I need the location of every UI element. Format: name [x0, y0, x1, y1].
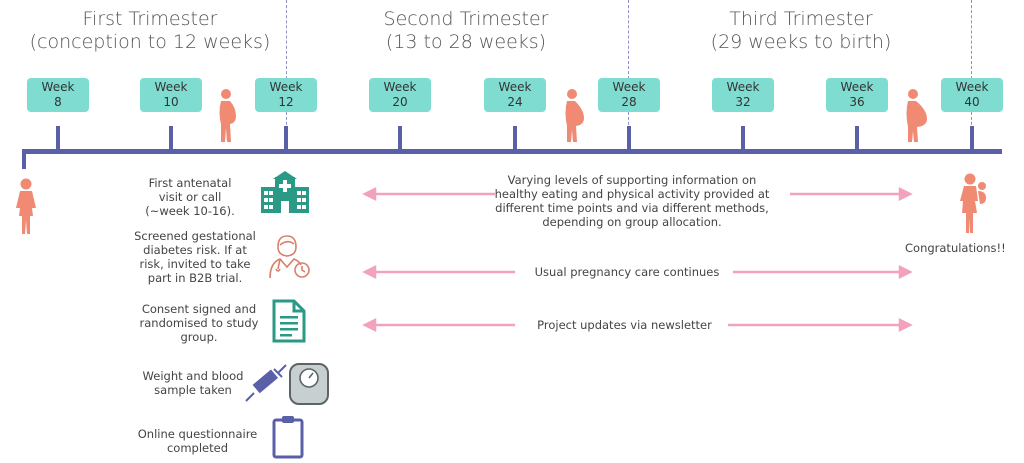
- step-line: risk, invited to take: [139, 257, 251, 271]
- usual-care-text: Usual pregnancy care continues: [534, 265, 720, 279]
- updates-text: Project updates via newsletter: [537, 318, 712, 332]
- pregnant-woman-icon: [560, 88, 586, 142]
- trimester-boundary-40: [971, 0, 972, 130]
- week-label: Week: [612, 80, 646, 94]
- trimester-name: Third Trimester: [729, 8, 873, 30]
- step-line: sample taken: [154, 383, 232, 397]
- week-number: 12: [278, 95, 294, 109]
- week-label: Week: [41, 80, 75, 94]
- step-line: completed: [166, 441, 228, 455]
- step-line: group.: [180, 330, 218, 344]
- step-line: part in B2B trial.: [147, 271, 243, 285]
- trimester-range: (13 to 28 weeks): [385, 31, 547, 53]
- trimester-title-first: First Trimester (conception to 12 weeks): [15, 8, 285, 54]
- trimester-range: (29 weeks to birth): [710, 31, 892, 53]
- trimester-boundary-28: [628, 0, 629, 130]
- week-label: Week: [154, 80, 188, 94]
- step-consent-text: Consent signed and randomised to study g…: [135, 302, 263, 344]
- timeline-tick: [513, 126, 517, 152]
- timeline-tick: [855, 126, 859, 152]
- week-number: 24: [507, 95, 523, 109]
- week-number: 28: [621, 95, 637, 109]
- trimester-name: First Trimester: [82, 8, 218, 30]
- timeline-tick: [56, 126, 60, 152]
- updates-arrow: [362, 317, 913, 333]
- week-number: 40: [964, 95, 980, 109]
- step-weight-text: Weight and blood sample taken: [138, 369, 248, 397]
- step-line: First antenatal: [148, 176, 232, 190]
- usual-care-arrow: [362, 264, 913, 280]
- step-screening-text: Screened gestational diabetes risk. If a…: [130, 229, 260, 285]
- week-label: Week: [269, 80, 303, 94]
- hospital-icon: [259, 171, 311, 213]
- week-number: 32: [735, 95, 751, 109]
- support-message: Varying levels of supporting information…: [482, 173, 782, 229]
- pregnant-woman-icon: [214, 88, 240, 142]
- timeline-tick: [970, 126, 974, 152]
- timeline-tick: [627, 126, 631, 152]
- woman-icon: [14, 178, 38, 234]
- support-arrow: [362, 186, 913, 202]
- step-line: visit or call: [158, 190, 222, 204]
- timeline-axis: [22, 149, 1002, 154]
- step-line: Screened gestational: [134, 229, 256, 243]
- week-label: Week: [498, 80, 532, 94]
- syringe-icon: [244, 363, 288, 403]
- week-number: 10: [163, 95, 179, 109]
- trimester-range: (conception to 12 weeks): [29, 31, 271, 53]
- trimester-name: Second Trimester: [383, 8, 549, 30]
- timeline-start-tick: [22, 149, 26, 169]
- step-line: diabetes risk. If at: [143, 243, 247, 257]
- step-line: (~week 10-16).: [145, 204, 235, 218]
- support-line: depending on group allocation.: [542, 215, 722, 229]
- step-line: Weight and blood: [142, 369, 244, 383]
- step-questionnaire-text: Online questionnaire completed: [130, 427, 265, 455]
- week-label: Week: [955, 80, 989, 94]
- support-line: different time points and via different …: [495, 201, 769, 215]
- week-label: Week: [840, 80, 874, 94]
- weighing-scale-icon: [288, 362, 330, 406]
- week-label: Week: [383, 80, 417, 94]
- timeline-tick: [284, 126, 288, 152]
- step-line: Consent signed and: [141, 302, 257, 316]
- step-line: randomised to study: [139, 316, 259, 330]
- doctor-clock-icon: [268, 233, 312, 279]
- support-line: healthy eating and physical activity pro…: [494, 187, 770, 201]
- trimester-title-second: Second Trimester (13 to 28 weeks): [360, 8, 572, 54]
- trimester-boundary-12: [286, 0, 287, 130]
- congratulations-text: Congratulations!!: [905, 241, 1006, 255]
- timeline-tick: [398, 126, 402, 152]
- woman-with-baby-icon: [956, 173, 990, 233]
- usual-care-message: Usual pregnancy care continues: [522, 265, 732, 279]
- updates-message: Project updates via newsletter: [522, 318, 727, 332]
- step-line: Online questionnaire: [137, 427, 258, 441]
- support-line: Varying levels of supporting information…: [507, 173, 757, 187]
- document-icon: [272, 299, 306, 343]
- step-antenatal-text: First antenatal visit or call (~week 10-…: [130, 176, 250, 218]
- week-number: 8: [54, 95, 62, 109]
- timeline-tick: [169, 126, 173, 152]
- week-number: 36: [849, 95, 865, 109]
- week-number: 20: [392, 95, 408, 109]
- timeline-tick: [741, 126, 745, 152]
- trimester-title-third: Third Trimester (29 weeks to birth): [695, 8, 907, 54]
- week-label: Week: [726, 80, 760, 94]
- pregnant-woman-icon: [901, 88, 929, 142]
- clipboard-icon: [272, 415, 304, 459]
